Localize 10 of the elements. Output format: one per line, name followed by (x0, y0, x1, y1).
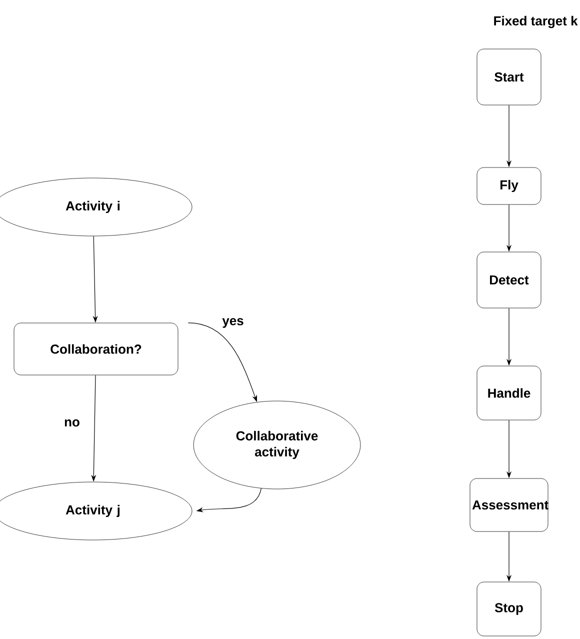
process-box: Fly (476, 167, 542, 205)
process-box: Handle (476, 366, 542, 420)
process-box: Collaboration? (14, 322, 178, 376)
edge-label: no (63, 418, 81, 428)
process-box: Start (476, 48, 542, 106)
process-box: Stop (476, 582, 542, 636)
column-heading: Fixed target k (494, 16, 578, 28)
process-box: Assessment (470, 478, 548, 532)
edge-label: yes (221, 317, 245, 329)
process-box: Detect (476, 252, 542, 308)
